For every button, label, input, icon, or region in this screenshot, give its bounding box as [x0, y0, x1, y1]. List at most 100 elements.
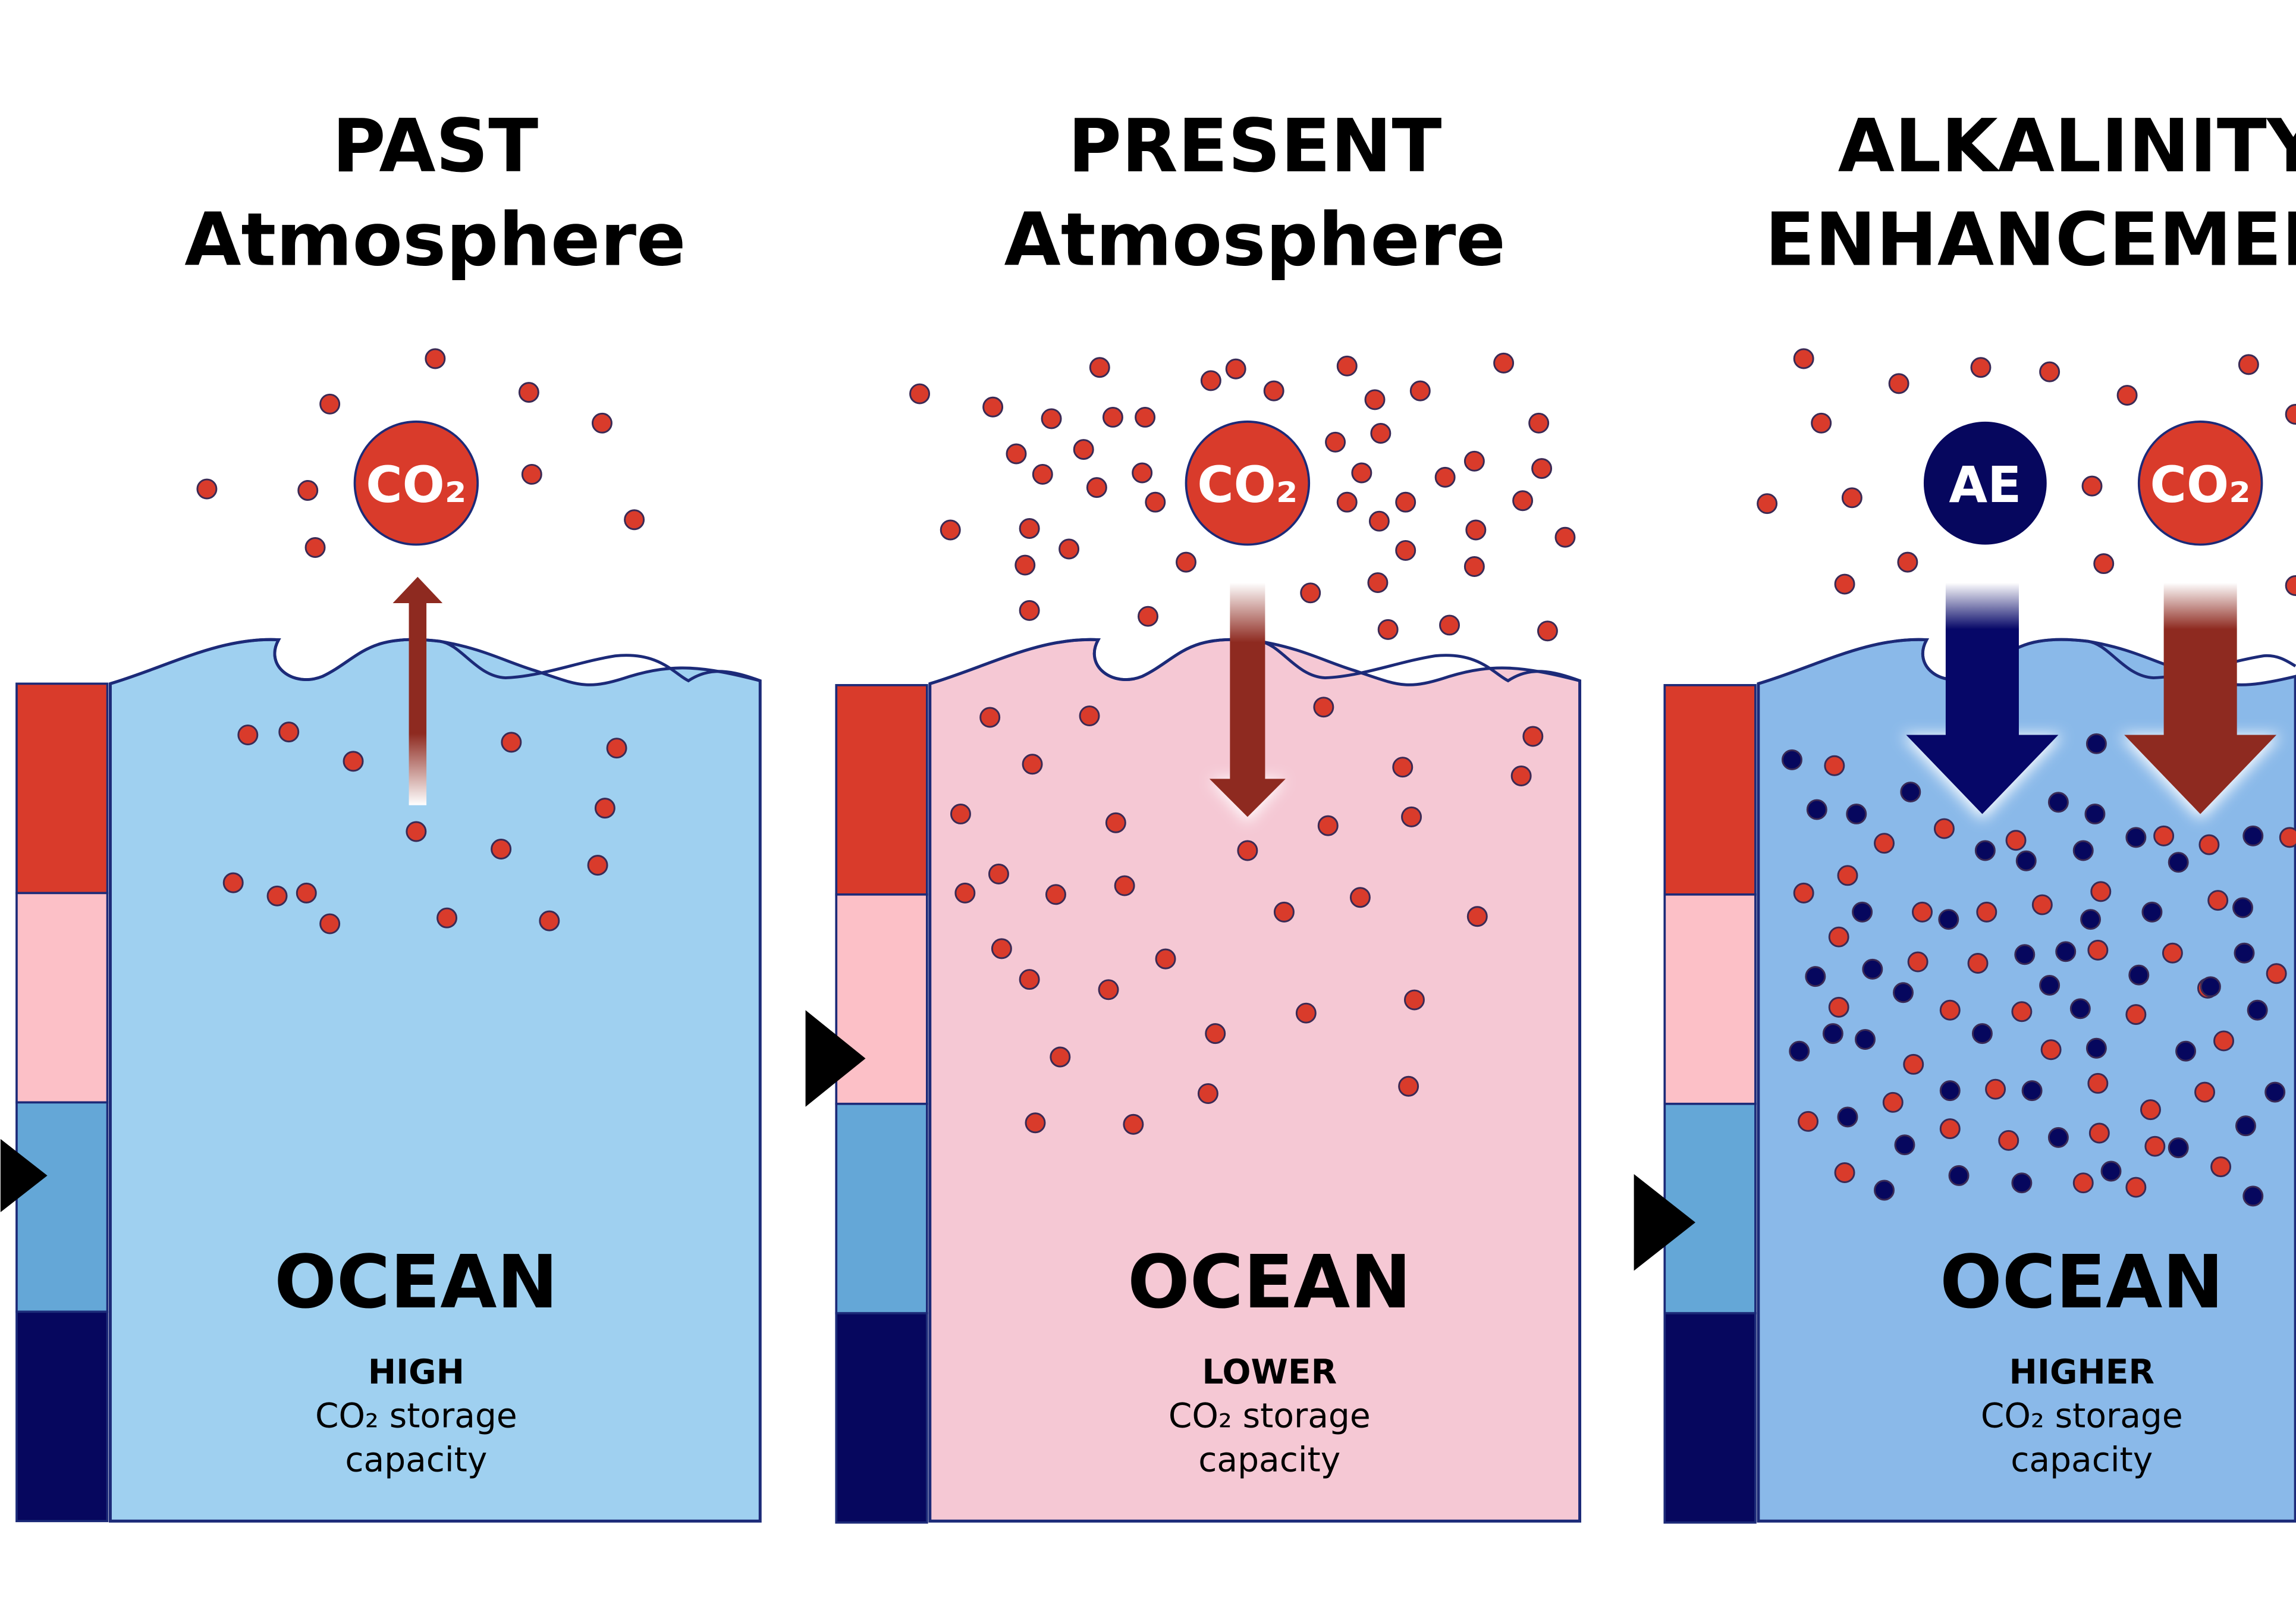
- co2-molecule-dot: [1903, 1053, 1924, 1075]
- co2-molecule-dot: [1395, 539, 1416, 561]
- ae-molecule-dot: [1938, 909, 1959, 930]
- co2-molecule-dot: [909, 383, 931, 404]
- bar-segment-mid-high: [1663, 893, 1757, 1105]
- bar-segment-low: [15, 1310, 109, 1523]
- co2-molecule-dot: [1205, 1023, 1226, 1044]
- wave-crest: [109, 638, 761, 685]
- co2-molecule-dot: [591, 412, 613, 434]
- co2-badge-label: CO₂: [1197, 456, 1298, 514]
- ae-molecule-dot: [2232, 897, 2253, 918]
- co2-molecule-dot: [1050, 1046, 1071, 1068]
- co2-molecule-dot: [2116, 385, 2138, 406]
- co2-molecule-dot: [1834, 573, 1855, 595]
- co2-molecule-dot: [1811, 412, 1832, 434]
- co2-molecule-dot: [2194, 1081, 2216, 1103]
- capacity-line-2: CO₂ storage: [1169, 1397, 1371, 1436]
- co2-molecule-dot: [1263, 380, 1284, 402]
- co2-molecule-dot: [1006, 443, 1027, 465]
- co2-molecule-dot: [1828, 996, 1849, 1018]
- co2-molecule-dot: [1434, 466, 1456, 488]
- co2-molecule-dot: [1439, 614, 1460, 636]
- co2-molecule-dot: [1841, 487, 1862, 509]
- ae-molecule-dot: [2128, 964, 2150, 986]
- bar-segment-high: [15, 682, 109, 895]
- co2-molecule-dot: [1522, 726, 1544, 747]
- ae-molecule-dot: [2011, 1172, 2033, 1194]
- panel-title-line1: ALKALINITY: [1838, 104, 2296, 189]
- co2-molecule-dot: [982, 396, 1004, 418]
- panel-alkalinity-enhancement: ALKALINITY ENHANCEMENT: [1634, 104, 2296, 1524]
- capacity-scale-bar: [15, 682, 109, 1523]
- co2-molecule-dot: [1364, 389, 1386, 410]
- co2-molecule-dot: [1025, 1112, 1046, 1134]
- co2-molecule-dot: [1132, 462, 1153, 484]
- bar-segment-high: [835, 684, 928, 896]
- co2-badge: CO₂: [1185, 420, 1311, 546]
- co2-molecule-dot: [940, 519, 961, 541]
- co2-molecule-dot: [1273, 901, 1295, 923]
- co2-molecule-dot: [2125, 1004, 2147, 1025]
- panel-title-line2: Atmosphere: [184, 197, 686, 283]
- co2-molecule-dot: [2093, 553, 2115, 575]
- capacity-line-3: capacity: [2011, 1441, 2153, 1480]
- co2-molecule-dot: [1123, 1113, 1144, 1135]
- co2-molecule-dot: [1300, 582, 1321, 604]
- panel-present: PRESENT Atmosphere: [805, 104, 1582, 1524]
- co2-molecule-dot: [1463, 450, 1485, 472]
- co2-molecule-dot: [1155, 948, 1176, 970]
- co2-molecule-dot: [1395, 491, 1416, 513]
- ae-molecule-dot: [1806, 799, 1827, 820]
- ae-molecule-dot: [1822, 1023, 1843, 1044]
- co2-molecule-dot: [991, 938, 1012, 959]
- bar-segment-mid-low: [835, 1102, 928, 1315]
- co2-molecule-dot: [1336, 491, 1358, 513]
- ae-molecule-dot: [2242, 825, 2264, 846]
- co2-molecule-dot: [1041, 408, 1062, 429]
- co2-molecule-dot: [1176, 551, 1196, 573]
- co2-molecule-dot: [1367, 572, 1389, 594]
- capacity-level: LOWER: [1202, 1353, 1337, 1392]
- co2-molecule-dot: [296, 882, 317, 904]
- co2-molecule-dot: [2088, 1122, 2110, 1144]
- ae-molecule-dot: [2125, 827, 2147, 848]
- co2-uptake-arrow: [2119, 582, 2281, 820]
- co2-molecule-dot: [2162, 942, 2183, 964]
- wave-crest: [929, 638, 1581, 685]
- co2-molecule-dot: [1882, 1091, 1904, 1113]
- co2-molecule-dot: [1933, 818, 1955, 839]
- ae-molecule-dot: [2141, 901, 2163, 923]
- co2-molecule-dot: [521, 463, 542, 485]
- ae-molecule-dot: [2047, 792, 2069, 813]
- co2-molecule-dot: [2266, 963, 2287, 984]
- co2-molecule-dot: [2125, 1177, 2147, 1198]
- ae-molecule-dot: [1855, 1029, 1876, 1050]
- bar-segment-mid-low: [15, 1101, 109, 1313]
- co2-molecule-dot: [1888, 373, 1909, 394]
- co2-molecule-dot: [539, 910, 560, 931]
- panel-title-line2: ENHANCEMENT: [1765, 197, 2296, 283]
- capacity-line-3: capacity: [1198, 1441, 1340, 1480]
- ae-badge-label: AE: [1949, 456, 2021, 514]
- co2-molecule-dot: [319, 393, 341, 415]
- co2-molecule-dot: [2140, 1099, 2161, 1121]
- co2-molecule-dot: [1045, 884, 1066, 905]
- ae-badge: AE: [1923, 421, 2047, 545]
- ae-molecule-dot: [1894, 1134, 1915, 1156]
- capacity-level: HIGH: [368, 1353, 464, 1392]
- co2-molecule-dot: [1466, 906, 1488, 927]
- co2-molecule-dot: [1976, 901, 1997, 923]
- ae-molecule-dot: [2175, 1040, 2197, 1062]
- ae-molecule-dot: [2072, 840, 2094, 861]
- bar-segment-high: [1663, 684, 1757, 896]
- ocean-label: OCEAN: [274, 1240, 558, 1325]
- co2-badge: CO₂: [2137, 420, 2263, 546]
- co2-molecule-dot: [1336, 355, 1358, 377]
- ae-molecule-dot: [2084, 803, 2106, 824]
- co2-molecule-dot: [594, 798, 615, 819]
- co2-molecule-dot: [1079, 705, 1100, 727]
- ae-molecule-dot: [1893, 982, 1914, 1003]
- co2-molecule-dot: [1793, 882, 1814, 904]
- co2-molecule-dot: [2285, 575, 2296, 596]
- co2-molecule-dot: [979, 707, 1001, 728]
- co2-molecule-dot: [1837, 865, 1858, 886]
